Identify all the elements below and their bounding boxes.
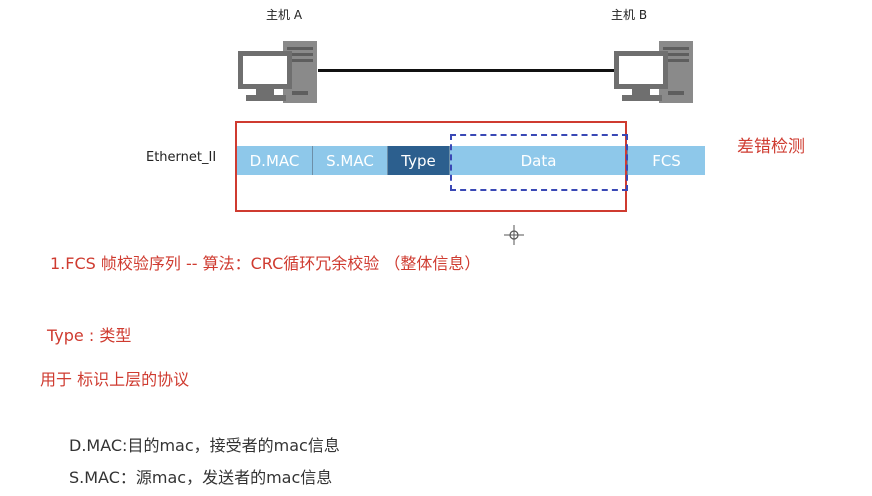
computer-icon (614, 41, 693, 103)
crosshair-icon (504, 225, 524, 245)
fcs-note: 1.FCS 帧校验序列 -- 算法：CRC循环冗余校验 （整体信息） (50, 254, 481, 273)
field-dmac: D.MAC (237, 146, 313, 175)
type-note-title: Type : 类型 (47, 326, 132, 345)
field-smac: S.MAC (313, 146, 388, 175)
error-detection-label: 差错检测 (737, 137, 805, 157)
network-link-line (318, 69, 614, 72)
smac-note: S.MAC：源mac，发送者的mac信息 (69, 468, 333, 487)
field-data: Data (450, 146, 628, 175)
dmac-note: D.MAC:目的mac，接受者的mac信息 (69, 436, 340, 455)
selection-box[interactable] (450, 134, 628, 191)
field-type: Type (388, 146, 450, 175)
computer-icon (238, 41, 317, 103)
field-fcs: FCS (628, 146, 705, 175)
type-note-desc: 用于 标识上层的协议 (40, 370, 190, 389)
frame-type-label: Ethernet_II (146, 150, 217, 165)
host-a-label: 主机 A (266, 8, 303, 22)
host-b-label: 主机 B (611, 8, 648, 22)
